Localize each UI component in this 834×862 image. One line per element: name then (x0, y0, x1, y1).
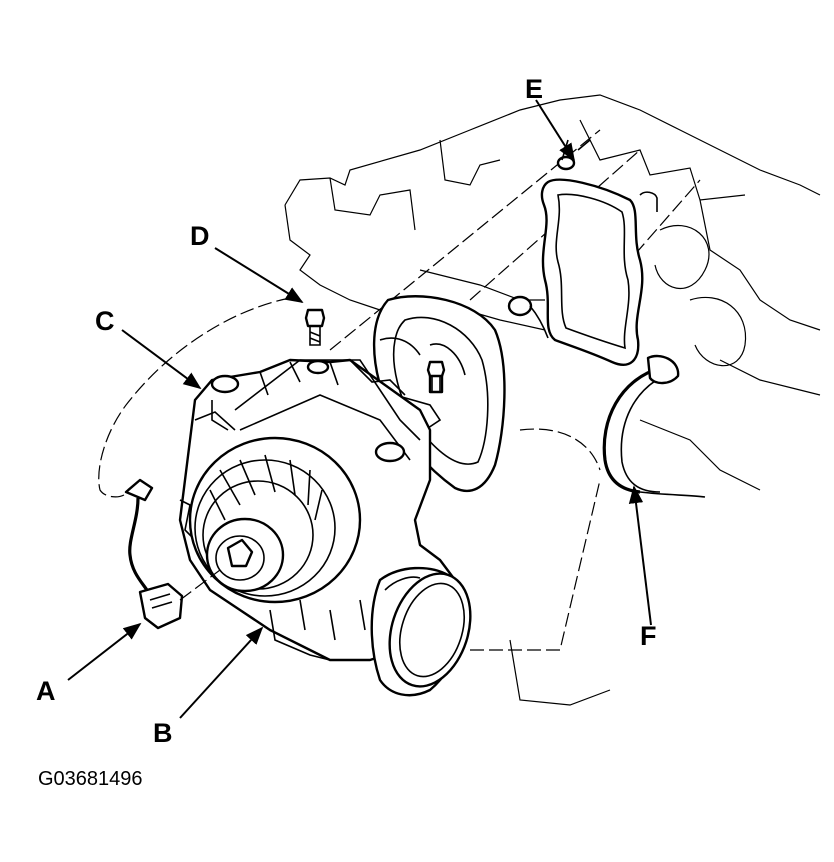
figure-code: G03681496 (38, 768, 143, 790)
outlet-duct (370, 566, 472, 697)
mounting-bolt-small (426, 360, 446, 393)
callout-label-e: E (525, 74, 543, 104)
callout-leaders (67, 99, 652, 719)
leader-b (179, 626, 264, 719)
duct-adapter-ring (372, 295, 506, 493)
leader-f (628, 485, 652, 626)
callout-label-a: A (36, 676, 56, 706)
mounting-bolt-d (304, 308, 326, 346)
leader-a (67, 622, 142, 681)
cover-gasket-part-e (507, 139, 658, 366)
callout-label-d: D (190, 221, 210, 251)
leader-e (535, 99, 575, 162)
blower-wheel (188, 436, 362, 604)
wiring-harness-connector-a (98, 297, 291, 630)
duct-clamp-part-f (602, 354, 706, 498)
callout-labels: A B C D E F (36, 74, 657, 748)
leader-c (121, 329, 202, 390)
callout-label-f: F (640, 621, 657, 651)
callout-label-b: B (153, 718, 173, 748)
leader-d (214, 247, 304, 303)
callout-label-c: C (95, 306, 115, 336)
